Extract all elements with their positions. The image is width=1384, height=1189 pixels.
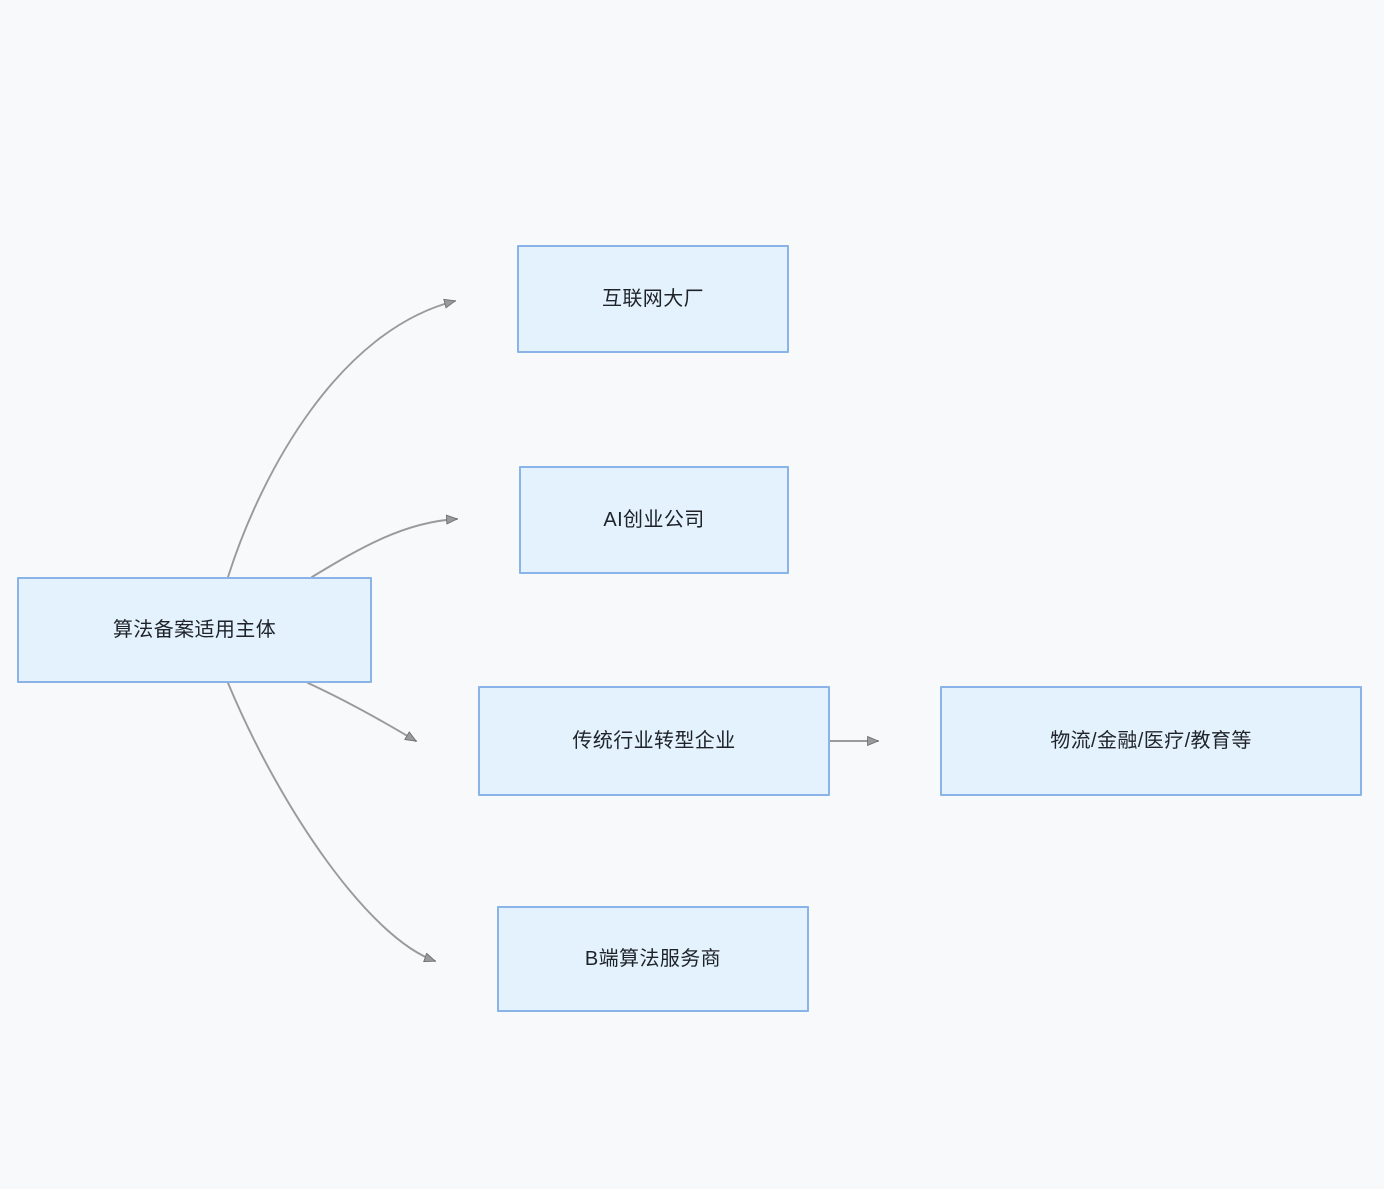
node-root-label: 算法备案适用主体	[112, 619, 277, 641]
edge-root-internet-giant	[227, 301, 455, 578]
edge-root-b-end-service	[227, 682, 435, 961]
node-ai-startup[interactable]: AI创业公司	[519, 466, 789, 574]
node-root[interactable]: 算法备案适用主体	[17, 577, 372, 683]
node-internet-giant[interactable]: 互联网大厂	[517, 245, 789, 353]
node-ai-startup-label: AI创业公司	[603, 509, 705, 531]
node-industries-label: 物流/金融/医疗/教育等	[1050, 730, 1252, 752]
edge-root-traditional-transform	[307, 682, 416, 742]
edge-root-ai-startup	[311, 519, 457, 578]
node-traditional-transform-label: 传统行业转型企业	[572, 730, 736, 752]
node-b-end-service-label: B端算法服务商	[584, 948, 722, 970]
node-industries[interactable]: 物流/金融/医疗/教育等	[940, 686, 1362, 796]
node-internet-giant-label: 互联网大厂	[602, 288, 704, 310]
node-b-end-service[interactable]: B端算法服务商	[497, 906, 809, 1012]
node-traditional-transform[interactable]: 传统行业转型企业	[478, 686, 830, 796]
